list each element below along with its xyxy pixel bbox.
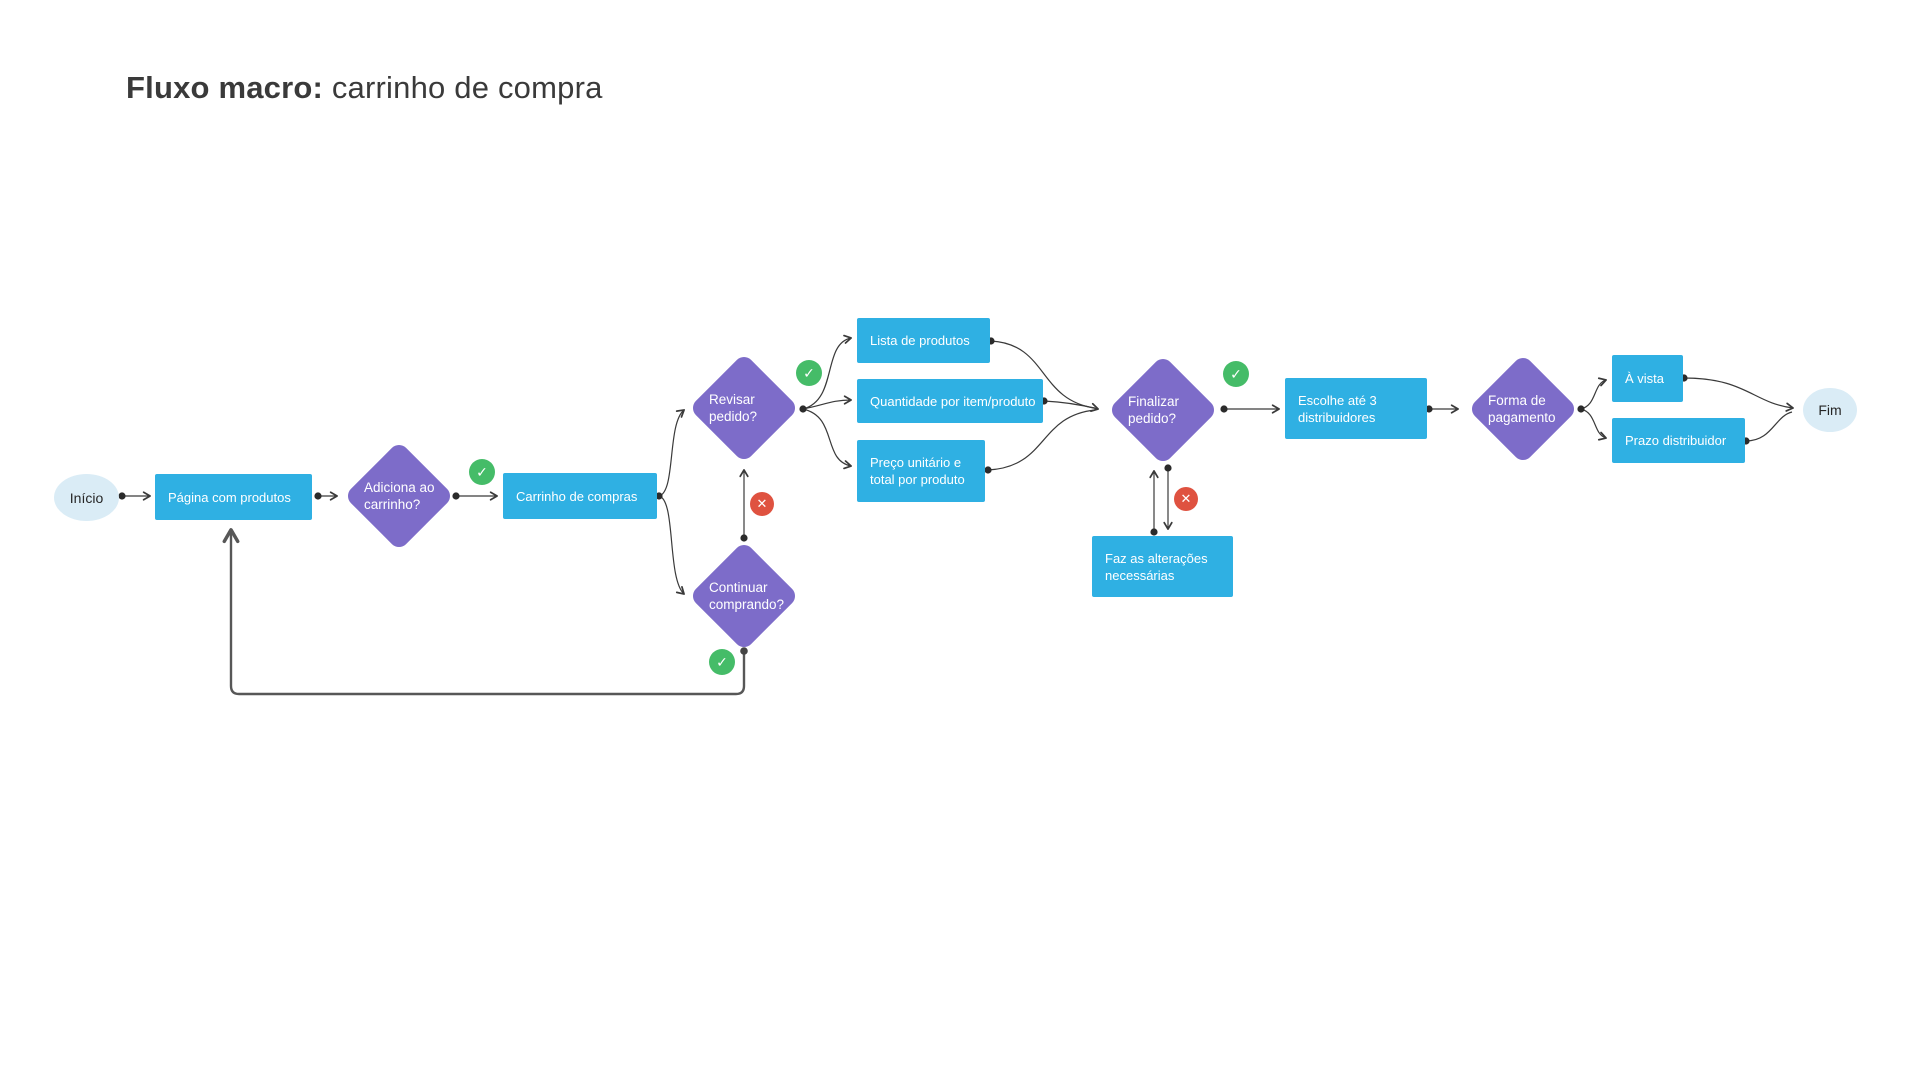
node-faz-alteracoes-label: Faz as alterações necessárias xyxy=(1105,550,1208,583)
edge-forma-avista[interactable] xyxy=(1580,377,1607,410)
node-quantidade-por-item-label: Quantidade por item/produto xyxy=(870,393,1036,409)
cross-icon[interactable]: ✕ xyxy=(1174,487,1198,511)
cross-glyph: ✕ xyxy=(756,496,768,511)
node-prazo-distribuidor-label: Prazo distribuidor xyxy=(1625,433,1727,448)
check-glyph: ✓ xyxy=(803,364,815,381)
edge-lista-finalizar[interactable] xyxy=(990,340,1096,409)
node-carrinho-de-compras-label: Carrinho de compras xyxy=(516,488,638,504)
edge-prazo-fim[interactable] xyxy=(1745,411,1793,442)
cross-icon[interactable]: ✕ xyxy=(750,492,774,516)
node-quantidade-por-item[interactable]: Quantidade por item/produto xyxy=(857,379,1043,423)
check-glyph: ✓ xyxy=(476,463,488,480)
node-pagina-com-produtos[interactable]: Página com produtos xyxy=(155,474,312,520)
edge-revisar-lista[interactable] xyxy=(802,334,852,410)
node-lista-de-produtos-label: Lista de produtos xyxy=(870,333,970,348)
check-icon[interactable]: ✓ xyxy=(709,649,735,675)
edge-preco-finalizar[interactable] xyxy=(987,409,1096,471)
node-lista-de-produtos[interactable]: Lista de produtos xyxy=(857,318,990,363)
check-icon[interactable]: ✓ xyxy=(796,360,822,386)
node-escolhe-distribuidores-label: Escolhe até 3 distribuidores xyxy=(1298,392,1377,425)
check-glyph: ✓ xyxy=(1230,365,1242,382)
edge-continuar-pagina-loop[interactable] xyxy=(222,528,746,696)
node-pagina-com-produtos-label: Página com produtos xyxy=(168,489,291,505)
node-faz-alteracoes[interactable]: Faz as alterações necessárias xyxy=(1092,536,1233,597)
check-icon[interactable]: ✓ xyxy=(469,459,495,485)
node-fim-label: Fim xyxy=(1818,402,1842,418)
node-preco-unitario-label: Preço unitário e total por produto xyxy=(870,455,965,487)
node-inicio[interactable]: Início xyxy=(54,474,119,521)
node-fim[interactable]: Fim xyxy=(1803,388,1857,432)
node-escolhe-distribuidores[interactable]: Escolhe até 3 distribuidores xyxy=(1285,378,1427,439)
edge-forma-prazo[interactable] xyxy=(1580,408,1607,441)
edge-carrinho-continuar[interactable] xyxy=(658,495,685,595)
node-a-vista-label: À vista xyxy=(1625,371,1665,386)
node-prazo-distribuidor[interactable]: Prazo distribuidor xyxy=(1612,418,1745,463)
node-preco-unitario[interactable]: Preço unitário e total por produto xyxy=(857,440,985,502)
page-title-regular: carrinho de compra xyxy=(323,70,603,105)
cross-glyph: ✕ xyxy=(1180,491,1192,506)
page-title-bold: Fluxo macro: xyxy=(126,70,324,105)
edge-quantidade-finalizar[interactable] xyxy=(1043,400,1099,412)
edge-revisar-quantidade[interactable] xyxy=(802,395,852,410)
node-inicio-label: Início xyxy=(69,489,104,506)
page-title: Fluxo macro: carrinho de compra xyxy=(126,70,603,106)
node-a-vista[interactable]: À vista xyxy=(1612,355,1683,402)
edge-avista-fim[interactable] xyxy=(1683,377,1794,412)
node-carrinho-de-compras[interactable]: Carrinho de compras xyxy=(503,473,657,519)
edge-carrinho-revisar[interactable] xyxy=(658,409,685,497)
check-icon[interactable]: ✓ xyxy=(1223,361,1249,387)
check-glyph: ✓ xyxy=(716,653,728,670)
edge-revisar-preco[interactable] xyxy=(802,408,852,470)
